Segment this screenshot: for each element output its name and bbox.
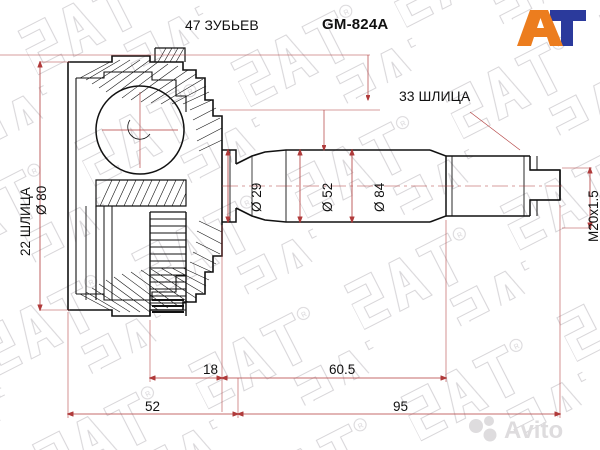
label-splines-inner: 33 ШЛИЦА: [399, 88, 471, 104]
label-part-number: GM-824A: [322, 16, 389, 33]
svg-text:Avito: Avito: [504, 417, 563, 444]
label-diameter-52: Ø 52: [320, 182, 335, 212]
label-diameter-84: Ø 84: [372, 182, 387, 212]
label-thread-m20: M20x1.5: [586, 190, 600, 242]
label-length-60-5: 60.5: [329, 362, 356, 377]
avito-watermark: Avito: [469, 416, 563, 444]
label-length-52: 52: [145, 399, 161, 414]
label-length-95: 95: [393, 399, 409, 414]
label-splines-left: 22 ШЛИЦА: [18, 187, 33, 256]
label-teeth-outer: 47 ЗУБЬЕВ: [185, 17, 259, 33]
label-diameter-80: Ø 80: [34, 185, 49, 215]
label-diameter-29: Ø 29: [249, 182, 264, 212]
label-length-18: 18: [203, 362, 219, 377]
at-brand-logo: [517, 10, 586, 46]
